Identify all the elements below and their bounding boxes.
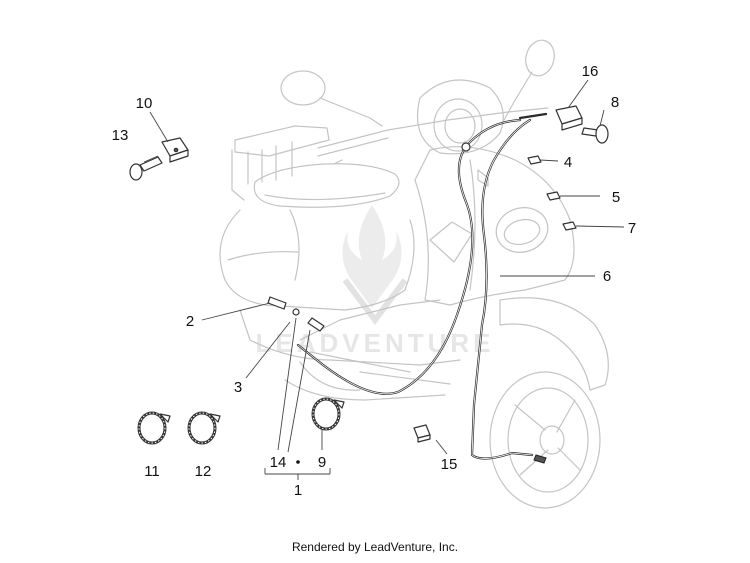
part-clip-7 [562, 221, 577, 231]
part-clamp-9 [311, 397, 345, 431]
watermark-text: LEADVENTURE [255, 328, 494, 358]
callout-14: 14 [270, 454, 287, 471]
leg-shield [414, 146, 575, 306]
speedometer [433, 98, 483, 152]
horn-cover [495, 207, 549, 253]
callout-7: 7 [628, 220, 636, 237]
part-clip-4 [527, 155, 542, 165]
cable-nut [292, 308, 300, 316]
leader-lines [149, 79, 625, 480]
callout-6: 6 [603, 268, 611, 285]
callout-10: 10 [136, 95, 153, 112]
callout-4: 4 [564, 154, 572, 171]
wheel-end-fitting [533, 454, 547, 464]
part-clip-15 [413, 424, 431, 443]
callout-3: 3 [234, 379, 242, 396]
rear-body [219, 209, 415, 311]
cable-end-fitting [307, 317, 325, 332]
part-clamp-12 [187, 411, 221, 445]
adjuster-screw [267, 296, 287, 310]
speedometer-cable [470, 118, 534, 460]
callout-8: 8 [611, 94, 619, 111]
part-screw-13 [129, 155, 163, 181]
front-wheel [489, 371, 601, 509]
callout-16: 16 [582, 63, 599, 80]
callout-1: 1 [294, 482, 302, 499]
part-clamp-11 [137, 411, 171, 445]
floorboard [239, 309, 461, 366]
part-screw-8 [581, 124, 609, 144]
callout-12: 12 [195, 463, 212, 480]
callout-9: 9 [318, 454, 326, 471]
group-dot [296, 460, 300, 464]
left-mirror-stem [319, 97, 383, 127]
cables [267, 112, 548, 464]
callout-13: 13 [112, 127, 129, 144]
callout-5: 5 [612, 189, 620, 206]
scooter-outline [219, 39, 609, 509]
part-clip-nut-10 [161, 137, 189, 163]
left-mirror [280, 70, 326, 106]
handlebar [317, 107, 549, 149]
right-mirror-stem [503, 71, 533, 121]
part-clip-nut-16 [555, 105, 583, 131]
leadventure-watermark: LEADVENTURE [255, 205, 494, 358]
rear-rack [234, 125, 330, 157]
cable-clip [461, 142, 471, 152]
right-mirror [525, 39, 555, 77]
seat [253, 163, 400, 208]
callout-11: 11 [144, 463, 160, 480]
callout-labels: 10 13 16 8 4 5 7 6 2 3 11 12 14 9 1 15 [112, 63, 637, 499]
headset [416, 79, 504, 155]
callout-15: 15 [441, 456, 458, 473]
part-clip-5 [546, 191, 561, 201]
front-fender [499, 297, 609, 391]
rendered-by-footer: Rendered by LeadVenture, Inc. [291, 540, 459, 554]
callout-2: 2 [186, 313, 194, 330]
